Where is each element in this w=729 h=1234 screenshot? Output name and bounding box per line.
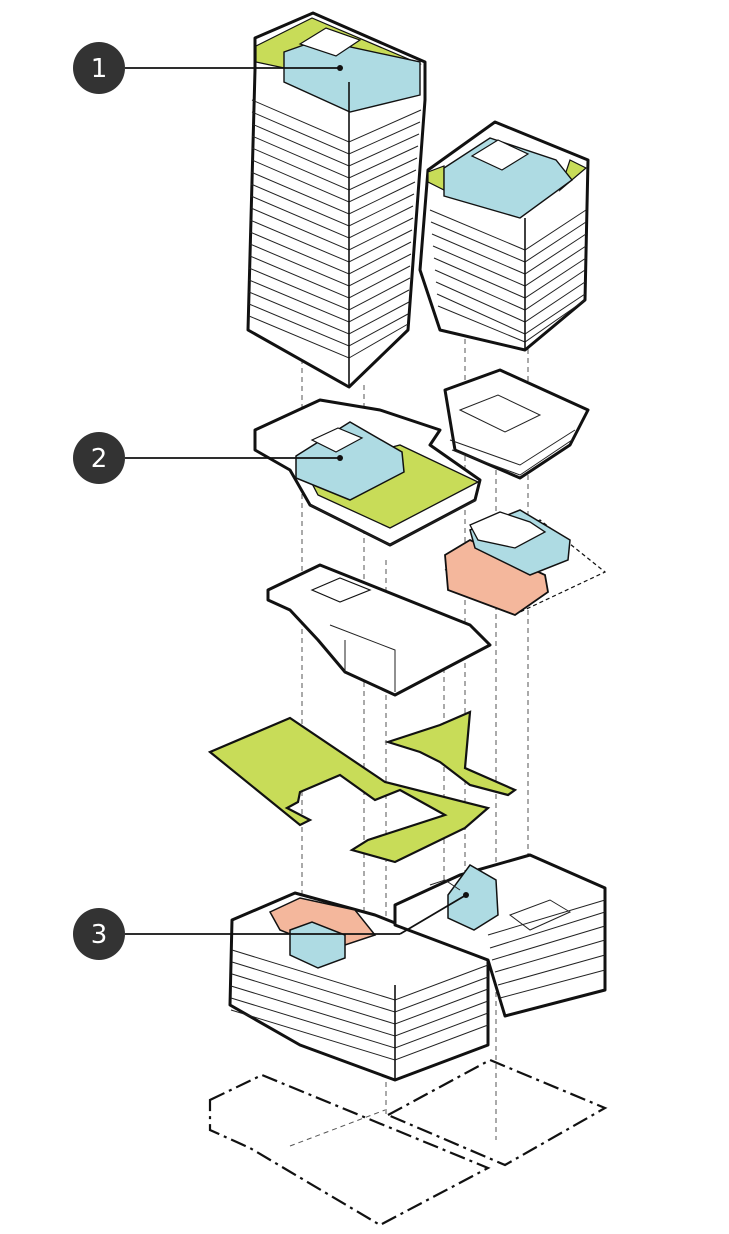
tower-1: [246, 11, 427, 389]
callout-3-label: 3: [91, 920, 108, 950]
callout-2-label: 2: [91, 444, 108, 474]
ground-floor-plate: [266, 563, 492, 697]
site-footprints: [208, 1058, 608, 1227]
callout-3: 3: [73, 892, 469, 960]
base-podium-right: [393, 853, 607, 1018]
right-podium-block: [443, 368, 590, 480]
callout-2: 2: [73, 432, 343, 484]
tower-2: [418, 120, 590, 352]
landscape-plate: [207, 710, 518, 864]
podium-roof-level: [253, 398, 482, 547]
base-podium-right-floor-lines: [487, 899, 606, 999]
callout-1: 1: [73, 42, 343, 94]
program-block: [443, 509, 607, 617]
callout-1-label: 1: [91, 54, 108, 84]
base-podium-left: [228, 891, 490, 1082]
